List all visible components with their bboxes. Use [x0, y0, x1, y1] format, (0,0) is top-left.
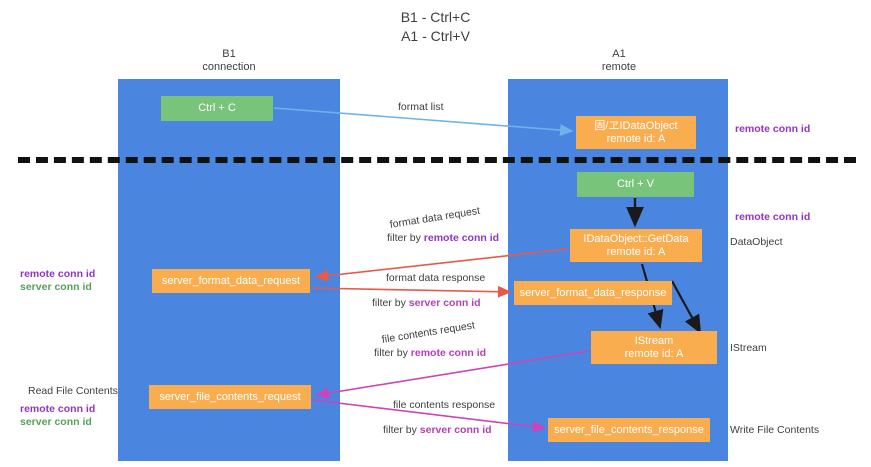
- node-server-format-data-request[interactable]: server_format_data_request: [152, 269, 310, 293]
- edge-label-format-data-response: format data response: [386, 272, 486, 284]
- node-server-file-contents-request[interactable]: server_file_contents_request: [149, 385, 311, 409]
- edge-filter-key-server-conn-id: server conn id: [408, 297, 481, 309]
- phase-divider: [18, 157, 856, 163]
- edge-filter-file-contents-response: filter by server conn id: [383, 424, 492, 437]
- node-data-object-remote-id: remote id: A: [606, 132, 666, 145]
- lane-header-b1: B1 connection: [148, 48, 310, 74]
- edge-filter-prefix: filter by: [387, 232, 424, 244]
- arrow-format-response-to-istream: [671, 280, 702, 334]
- annotation-data-object: DataObject: [730, 236, 783, 248]
- annotation-write-file-contents: Write File Contents: [730, 424, 820, 436]
- node-ctrl-c[interactable]: Ctrl + C: [161, 96, 273, 121]
- edge-filter-prefix: filter by: [372, 297, 409, 309]
- edge-label-file-contents-response: file contents response: [393, 399, 496, 411]
- diagram-title: B1 - Ctrl+C A1 - Ctrl+V: [0, 8, 871, 46]
- annotation-remote-conn-id-mid: remote conn id: [735, 211, 811, 223]
- node-server-format-data-response[interactable]: server_format_data_response: [514, 281, 672, 305]
- edge-filter-prefix: filter by: [383, 424, 420, 436]
- annotation-server-conn-id: server conn id: [20, 416, 92, 428]
- node-server-file-contents-request-label: server_file_contents_request: [159, 390, 301, 403]
- lane-header-a1: A1 remote: [538, 48, 700, 74]
- lane-header-b1-name: B1: [222, 48, 236, 60]
- title-line-1: B1 - Ctrl+C: [400, 9, 471, 25]
- annotation-server-conn-id: server conn id: [20, 281, 92, 293]
- annotation-remote-conn-id: remote conn id: [20, 268, 96, 280]
- arrow-format-list: [273, 107, 574, 136]
- annotation-remote-conn-id-top: remote conn id: [735, 123, 811, 135]
- edge-filter-format-data-request: filter by remote conn id: [387, 232, 499, 245]
- arrow-file-contents-request: [315, 350, 590, 399]
- node-istream-label: IStream: [634, 334, 674, 347]
- annotation-group-conn-ids-top: remote conn id server conn id: [20, 268, 95, 294]
- node-getdata-remote-id: remote id: A: [606, 245, 666, 258]
- node-data-object-label: 固/ヱIDataObject: [594, 119, 678, 132]
- node-idataobject-getdata[interactable]: IDataObject::GetData remote id: A: [570, 229, 702, 262]
- arrow-format-data-response: [311, 285, 512, 298]
- edge-filter-key-server-conn-id: server conn id: [419, 424, 492, 436]
- arrow-file-contents-response: [312, 399, 547, 433]
- lane-header-a1-role: remote: [601, 61, 637, 73]
- arrow-format-data-request: [314, 248, 569, 282]
- lane-header-b1-role: connection: [202, 61, 256, 73]
- node-istream-remote-id: remote id: A: [624, 347, 684, 360]
- node-server-format-data-request-label: server_format_data_request: [161, 274, 301, 287]
- title-line-2: A1 - Ctrl+V: [401, 28, 470, 44]
- annotation-istream: IStream: [730, 342, 767, 354]
- node-data-object[interactable]: 固/ヱIDataObject remote id: A: [576, 116, 696, 149]
- node-server-format-data-response-label: server_format_data_response: [519, 286, 667, 299]
- node-ctrl-c-label: Ctrl + C: [198, 102, 236, 114]
- node-server-file-contents-response[interactable]: server_file_contents_response: [548, 418, 710, 442]
- node-ctrl-v[interactable]: Ctrl + V: [577, 172, 694, 197]
- annotation-read-file-contents: Read File Contents: [28, 385, 118, 397]
- edge-filter-file-contents-request: filter by remote conn id: [374, 347, 486, 360]
- node-server-file-contents-response-label: server_file_contents_response: [554, 423, 704, 436]
- edge-filter-format-data-response: filter by server conn id: [372, 297, 481, 310]
- node-ctrl-v-label: Ctrl + V: [617, 178, 654, 190]
- edge-filter-key-remote-conn-id: remote conn id: [410, 347, 487, 359]
- node-getdata-label: IDataObject::GetData: [583, 232, 689, 245]
- annotation-group-conn-ids-bottom: remote conn id server conn id: [20, 403, 95, 429]
- lane-header-a1-name: A1: [612, 48, 626, 60]
- edge-label-format-list: format list: [398, 101, 444, 113]
- edge-filter-key-remote-conn-id: remote conn id: [423, 232, 500, 244]
- annotation-remote-conn-id: remote conn id: [20, 403, 96, 415]
- edge-filter-prefix: filter by: [374, 347, 411, 359]
- node-istream[interactable]: IStream remote id: A: [591, 331, 717, 364]
